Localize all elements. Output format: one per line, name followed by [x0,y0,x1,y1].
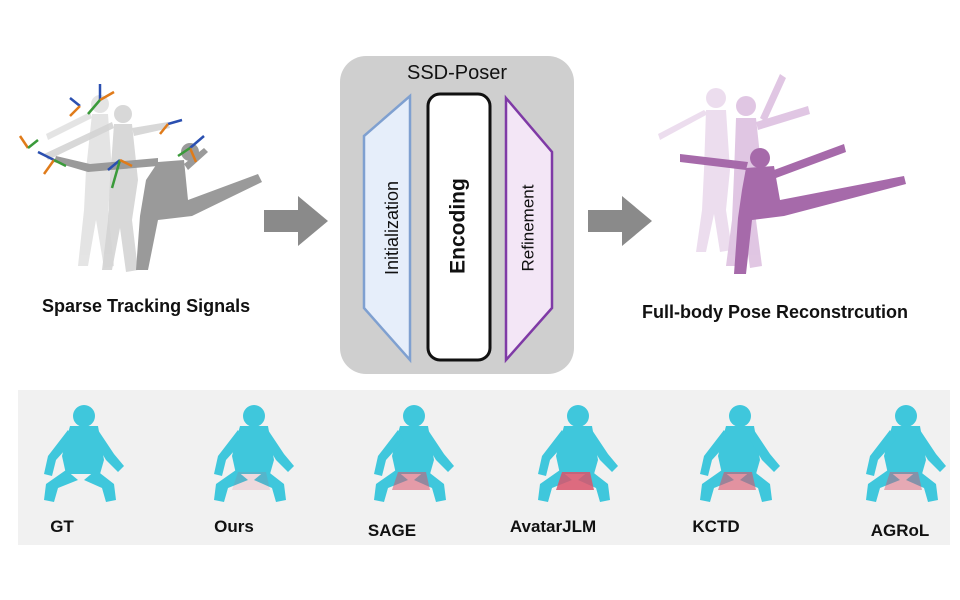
body-part [374,430,404,476]
arrow-right-icon [264,196,328,246]
body-part [424,430,454,472]
body-part [567,405,589,427]
body-part [866,430,896,476]
crouching-body-gt [44,405,124,502]
method-label-ours: Ours [214,517,254,536]
method-label-gt: GT [50,517,74,536]
error-region [884,472,922,490]
body-part [94,430,124,472]
body-part [214,430,244,476]
body-part [84,470,116,502]
full-body-reconstruction-figure [658,74,906,274]
body-part [588,430,618,472]
ssd-poser-title: SSD-Poser [406,62,508,84]
body-part [254,470,286,502]
crouching-body-sage [374,405,454,502]
method-label-agrol: AGRoL [870,521,930,540]
encoding-block [426,92,492,362]
method-label-kctd: KCTD [692,517,740,536]
body-part [700,430,730,476]
body-part [44,470,78,502]
comparison-strip [18,390,950,545]
body-part [866,470,900,502]
method-label-sage: SAGE [367,521,417,540]
body-part [538,430,568,476]
body-part [44,430,74,476]
body-part [243,405,265,427]
ghost-body-1 [46,95,114,268]
error-region [392,472,430,490]
refinement-label: Refinement [518,184,537,271]
sparse-tracking-figure [18,84,262,272]
crouching-body-avatarjlm [538,405,618,502]
crouching-body-agrol [866,405,946,502]
comparison-figures [44,405,946,502]
body-part [750,430,780,472]
initialization-block [362,93,412,364]
ssd-poser-stages: Initialization Encoding Refinement [362,92,554,364]
error-region [718,472,756,490]
output-label: Full-body Pose Reconstrcution [642,302,909,322]
tracker-axes [18,84,205,189]
body-part [906,470,938,502]
refinement-block [504,94,554,364]
initialization-label: Initialization [382,181,402,275]
ghost-body-1 [658,88,732,252]
body-part [214,470,248,502]
error-region [232,472,270,490]
encoding-label: Encoding [447,178,470,274]
error-region [556,472,594,490]
body-part [73,405,95,427]
input-label: Sparse Tracking Signals [42,296,251,316]
body-part [403,405,425,427]
body-part [729,405,751,427]
arrow-right-icon [588,196,652,246]
crouching-body-ours [214,405,294,502]
body-part [916,430,946,472]
body-part [895,405,917,427]
method-label-avatarjlm: AvatarJLM [509,517,597,536]
crouching-body-kctd [700,405,780,502]
body-part [264,430,294,472]
reconstructed-body [680,144,906,274]
